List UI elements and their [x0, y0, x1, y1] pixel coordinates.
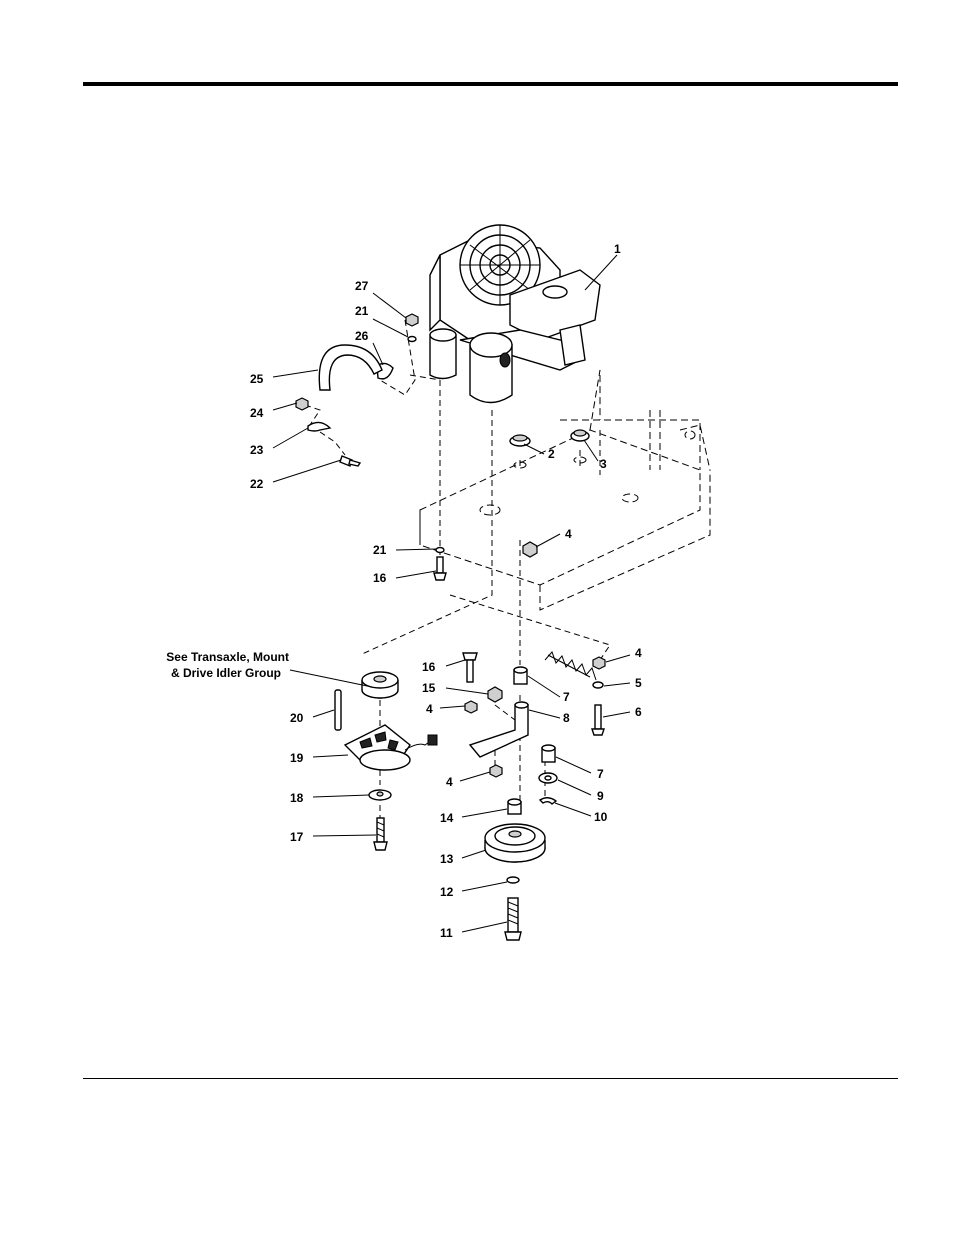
callout-17: 17 [290, 830, 304, 844]
frame-deck [420, 370, 710, 610]
callout-14: 14 [440, 811, 454, 825]
callout-3: 3 [600, 457, 607, 471]
callout-20: 20 [290, 711, 304, 725]
note-line-2: & Drive Idler Group [171, 666, 281, 680]
callout-4-left: 4 [426, 702, 433, 716]
callout-24: 24 [250, 406, 264, 420]
callout-12: 12 [440, 885, 454, 899]
callout-15: 15 [422, 681, 436, 695]
callout-4-upper: 4 [565, 527, 572, 541]
callout-7-upper: 7 [563, 690, 570, 704]
small-parts [296, 314, 605, 940]
callout-21-upper: 21 [355, 304, 369, 318]
callout-8: 8 [563, 711, 570, 725]
callout-23: 23 [250, 443, 264, 457]
callout-26: 26 [355, 329, 369, 343]
callout-11: 11 [440, 926, 453, 940]
callout-19: 19 [290, 751, 304, 765]
callout-27: 27 [355, 279, 369, 293]
callout-16-mid: 16 [422, 660, 436, 674]
callout-22: 22 [250, 477, 264, 491]
engine [430, 225, 600, 403]
callout-5: 5 [635, 676, 642, 690]
callout-10: 10 [594, 810, 608, 824]
spring [545, 652, 596, 680]
callout-1: 1 [614, 242, 621, 256]
callout-21-lower: 21 [373, 543, 387, 557]
callout-9: 9 [597, 789, 604, 803]
callout-7-lower: 7 [597, 767, 604, 781]
callout-6: 6 [635, 705, 642, 719]
note-line-1: See Transaxle, Mount [166, 650, 289, 664]
callout-16-upper: 16 [373, 571, 387, 585]
callout-2: 2 [548, 447, 555, 461]
clutch [345, 725, 437, 770]
callout-18: 18 [290, 791, 304, 805]
callout-4-right: 4 [635, 646, 642, 660]
callout-4-lower: 4 [446, 775, 453, 789]
reference-note: See Transaxle, Mount & Drive Idler Group [166, 650, 289, 680]
callout-13: 13 [440, 852, 454, 866]
callout-25: 25 [250, 372, 264, 386]
